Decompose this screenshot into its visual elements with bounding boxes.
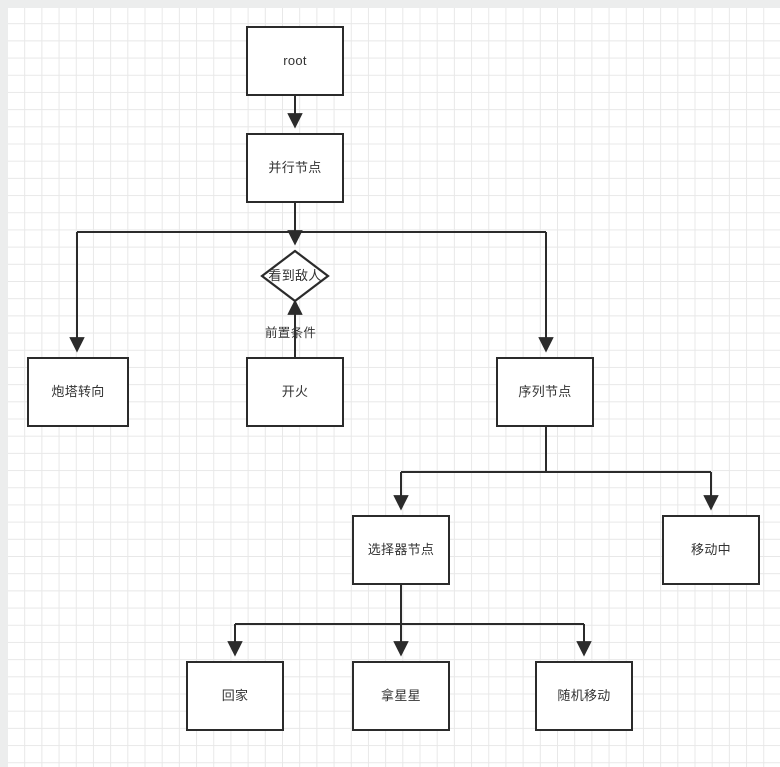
node-random-move-label: 随机移动 [557, 687, 611, 703]
node-parallel[interactable]: 并行节点 [246, 133, 344, 203]
edge-label-precondition: 前置条件 [265, 326, 317, 340]
diagram-edges [69, 96, 719, 657]
node-moving[interactable]: 移动中 [662, 515, 760, 585]
node-root-label: root [283, 52, 307, 68]
node-go-home-label: 回家 [221, 687, 249, 703]
diamond-shape [260, 249, 330, 303]
node-get-star-label: 拿星星 [381, 687, 421, 703]
diagram-canvas[interactable]: root 并行节点 看到敌人 炮塔转向 开火 序列节点 选择器节点 移动中 回家… [8, 8, 780, 767]
node-fire[interactable]: 开火 [246, 357, 344, 427]
node-turret-turn-label: 炮塔转向 [51, 383, 105, 399]
node-fire-label: 开火 [281, 383, 309, 399]
node-parallel-label: 并行节点 [268, 159, 322, 175]
node-root[interactable]: root [246, 26, 344, 96]
node-get-star[interactable]: 拿星星 [352, 661, 450, 731]
node-sequence-label: 序列节点 [518, 383, 572, 399]
node-see-enemy[interactable]: 看到敌人 [260, 249, 330, 303]
node-moving-label: 移动中 [691, 541, 731, 557]
node-turret-turn[interactable]: 炮塔转向 [27, 357, 129, 427]
node-sequence[interactable]: 序列节点 [496, 357, 594, 427]
node-go-home[interactable]: 回家 [186, 661, 284, 731]
node-selector-label: 选择器节点 [367, 541, 435, 557]
node-selector[interactable]: 选择器节点 [352, 515, 450, 585]
node-see-enemy-label: 看到敌人 [268, 268, 322, 284]
node-random-move[interactable]: 随机移动 [535, 661, 633, 731]
